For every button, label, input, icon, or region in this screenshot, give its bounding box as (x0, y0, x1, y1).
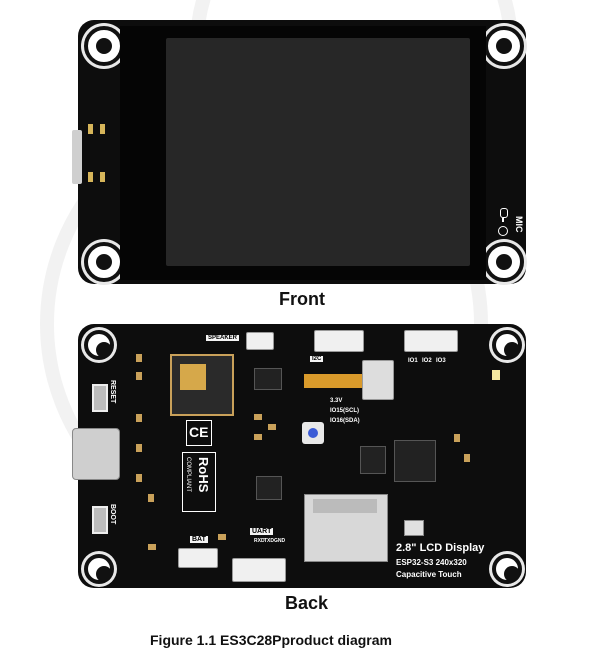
io15-label: IO15(SCL) (330, 408, 360, 414)
chip (254, 368, 282, 390)
smd-component (136, 372, 142, 380)
back-board: RESET BOOT SPEAKER I2C IO1 IO2 IO3 3.3V … (72, 324, 526, 588)
mic-icon (498, 208, 508, 222)
ce-mark: CE (186, 420, 212, 446)
product-line1: 2.8" LCD Display (396, 542, 485, 554)
main-chip (394, 440, 436, 482)
mounting-hole (492, 554, 522, 584)
mounting-hole (84, 554, 114, 584)
ce-text: CE (189, 424, 209, 440)
esp32-module (170, 354, 234, 416)
reset-button[interactable] (92, 384, 108, 412)
figure-caption: Figure 1.1 ES3C28Pproduct diagram (150, 632, 392, 648)
smd-component (254, 414, 262, 420)
mounting-hole (84, 26, 124, 66)
smd-component (464, 454, 470, 462)
smd-component (136, 354, 142, 362)
smd-component (268, 424, 276, 430)
bat-label: BAT (190, 536, 208, 543)
product-line2: ESP32-S3 240x320 (396, 558, 467, 567)
lcd-screen (166, 38, 470, 266)
smd-component (218, 534, 226, 540)
compliant-text: COMPLIANT (185, 457, 191, 493)
io1-label: IO1 (408, 358, 418, 364)
mic-port (498, 226, 508, 236)
smd-component (136, 444, 142, 452)
boot-label: BOOT (109, 504, 116, 525)
mounting-hole (84, 242, 124, 282)
rxd-label: RXD (254, 538, 265, 544)
bat-connector (178, 548, 218, 568)
rgb-led (302, 422, 324, 444)
front-caption: Front (279, 289, 325, 309)
uart-connector (232, 558, 286, 582)
mounting-hole (484, 242, 524, 282)
io3-label: IO3 (436, 358, 446, 364)
smd-component (136, 414, 142, 422)
chip (360, 446, 386, 474)
io2-label: IO2 (422, 358, 432, 364)
reset-label: RESET (109, 380, 116, 404)
led (492, 370, 500, 380)
mounting-hole (484, 26, 524, 66)
smd-component (454, 434, 460, 442)
uart-label: UART (250, 528, 274, 535)
io-connector (404, 330, 458, 352)
gold-pad (88, 124, 93, 134)
gold-pad (100, 124, 105, 134)
smd-component (254, 434, 262, 440)
usb-c-port (72, 428, 120, 480)
smd-component (136, 474, 142, 482)
back-caption: Back (285, 593, 329, 613)
i2c-connector (314, 330, 364, 352)
mounting-hole (492, 330, 522, 360)
product-line3: Capacitive Touch (396, 570, 462, 579)
usb-edge (72, 130, 82, 184)
sd-card-slot (304, 494, 388, 562)
gold-pad (88, 172, 93, 182)
rohs-mark: RoHS COMPLIANT (182, 452, 216, 512)
smd-component (148, 494, 154, 502)
mic-label: MIC (514, 216, 524, 233)
io16-label: IO16(SDA) (330, 418, 360, 424)
gold-pad (100, 172, 105, 182)
lcd-connector (362, 360, 394, 400)
lcd-bezel (120, 26, 486, 280)
i2c-label: I2C (310, 356, 324, 362)
gnd-label: GND (274, 538, 286, 544)
boot-button[interactable] (92, 506, 108, 534)
speaker-connector (246, 332, 274, 350)
smd-component (148, 544, 156, 550)
txd-label: TXD (264, 538, 274, 544)
rohs-text: RoHS (196, 457, 211, 493)
chip (256, 476, 282, 500)
tactile-button[interactable] (404, 520, 424, 536)
speaker-label: SPEAKER (206, 335, 240, 341)
flex-cable (304, 374, 366, 388)
front-board: MIC (72, 20, 526, 284)
v33-label: 3.3V (330, 398, 343, 404)
mounting-hole (84, 330, 114, 360)
